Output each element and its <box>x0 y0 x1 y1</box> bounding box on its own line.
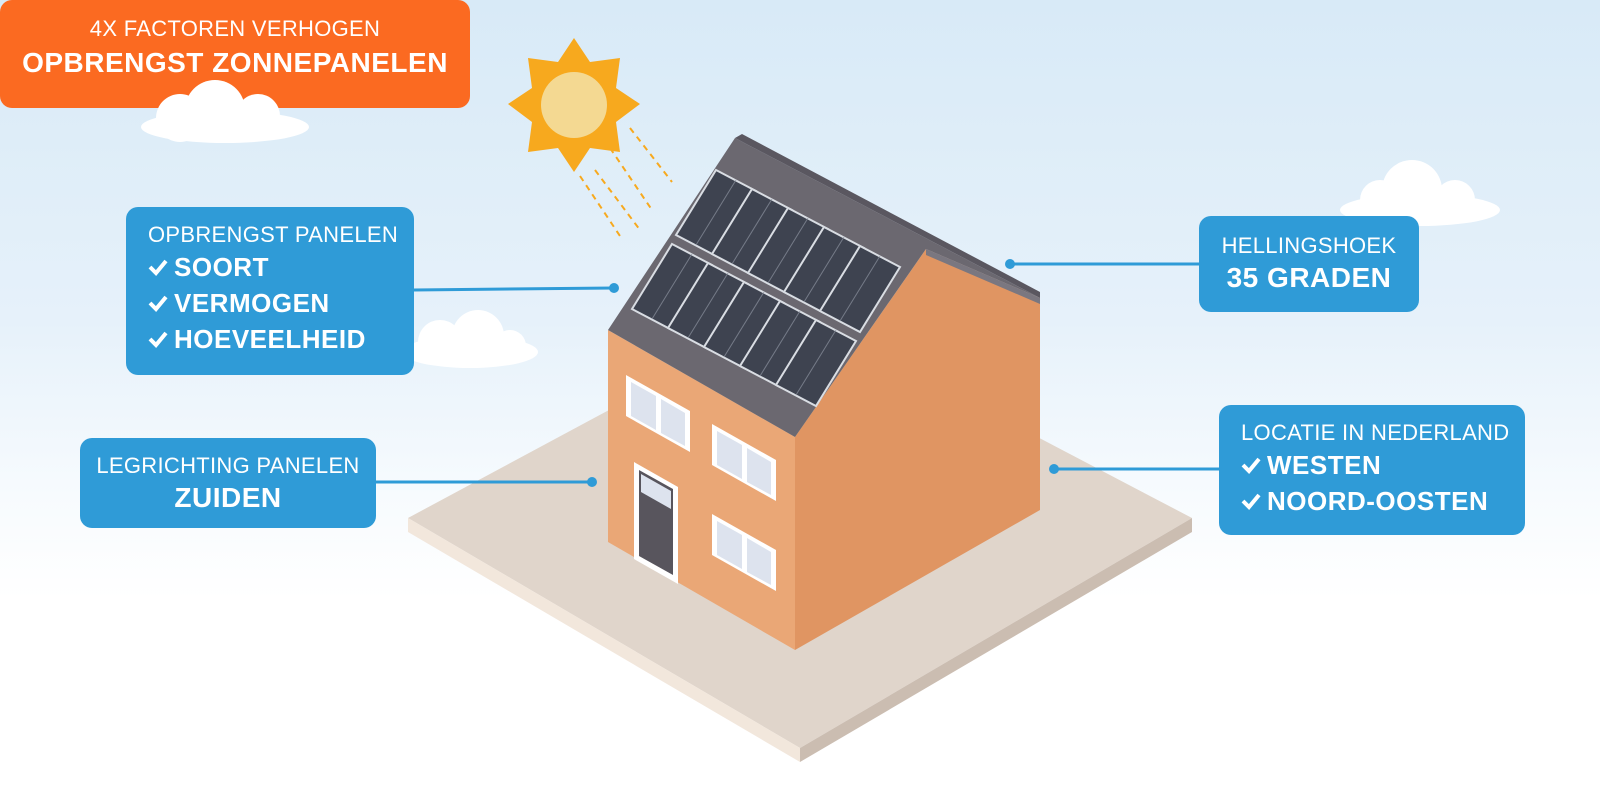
title-line1: 4X FACTOREN VERHOGEN <box>89 16 381 41</box>
check-icon <box>1241 493 1261 510</box>
cloud-icon <box>141 80 309 143</box>
connector-lines <box>376 259 1219 487</box>
sun-rays <box>579 127 673 237</box>
checklist-item: VERMOGEN <box>148 285 414 321</box>
check-icon <box>148 295 168 312</box>
panels-yield-box: OPBRENGST PANELEN SOORT VERMOGEN HOEVEEL… <box>126 207 414 375</box>
window <box>626 375 690 452</box>
panel-direction-value: ZUIDEN <box>174 482 282 513</box>
tilt-angle-heading: HELLINGSHOEK <box>1221 233 1397 258</box>
check-icon <box>148 259 168 276</box>
title-line2: OPBRENGST ZONNEPANELEN <box>22 47 448 78</box>
checklist-label: HOEVEELHEID <box>174 324 366 354</box>
window <box>712 514 776 591</box>
panel-direction-heading: LEGRICHTING PANELEN <box>96 453 360 478</box>
checklist-label: VERMOGEN <box>174 288 330 318</box>
location-heading: LOCATIE IN NEDERLAND <box>1241 420 1510 445</box>
checklist-item: WESTEN <box>1241 447 1525 483</box>
checklist-label: NOORD-OOSTEN <box>1267 486 1489 516</box>
location-box: LOCATIE IN NEDERLAND WESTEN NOORD-OOSTEN <box>1219 405 1525 535</box>
checklist-item: HOEVEELHEID <box>148 321 414 357</box>
tilt-angle-value: 35 GRADEN <box>1226 262 1392 293</box>
window <box>712 424 776 501</box>
checklist-label: WESTEN <box>1267 450 1382 480</box>
solar-panel-grid <box>651 179 881 396</box>
sun-icon <box>508 38 640 172</box>
checklist-item: NOORD-OOSTEN <box>1241 483 1525 519</box>
check-icon <box>148 331 168 348</box>
door <box>634 462 678 584</box>
cloud-icon <box>402 310 538 368</box>
tilt-angle-box: HELLINGSHOEK 35 GRADEN <box>1199 216 1419 312</box>
checklist-item: SOORT <box>148 249 414 285</box>
check-icon <box>1241 457 1261 474</box>
checklist-label: SOORT <box>174 252 269 282</box>
panels-yield-heading: OPBRENGST PANELEN <box>148 222 399 247</box>
panel-direction-box: LEGRICHTING PANELEN ZUIDEN <box>80 438 376 528</box>
